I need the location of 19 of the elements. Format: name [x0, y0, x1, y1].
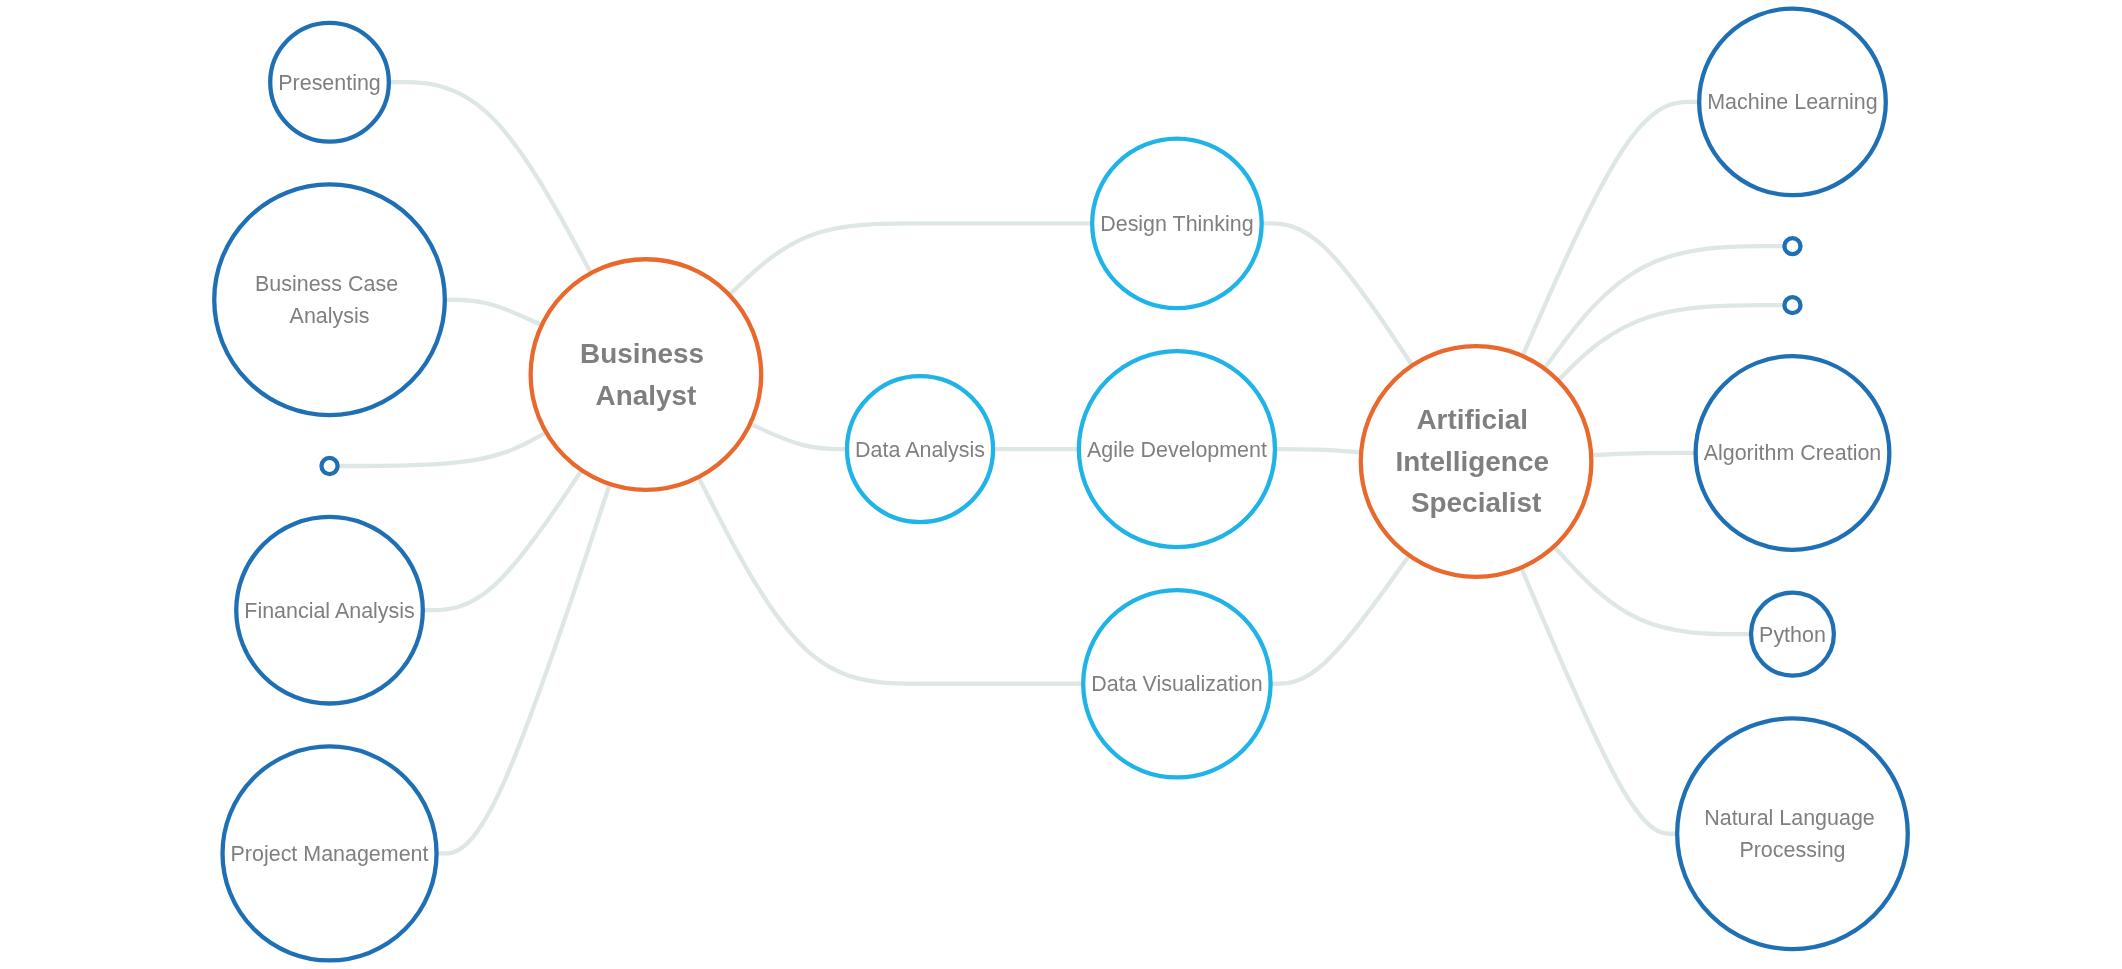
connector — [749, 421, 847, 452]
node-circle: Natural Language Processing — [1675, 716, 1910, 952]
node-circle: Design Thinking — [1090, 136, 1264, 311]
node-circle — [1782, 235, 1803, 257]
node-circle: Artificial Intelligence Specialist — [1358, 344, 1594, 579]
node-circle: Business Analyst — [528, 257, 764, 492]
node-circle: Data Analysis — [844, 373, 996, 525]
node-circle: Machine Learning — [1697, 6, 1888, 198]
node-circle — [1782, 294, 1803, 316]
node-circle: Business Case Analysis — [212, 182, 447, 418]
node-circle — [319, 455, 340, 477]
node-circle: Algorithm Creation — [1693, 353, 1892, 552]
node-circle: Agile Development — [1076, 348, 1278, 550]
node-circle: Financial Analysis — [234, 514, 425, 706]
node-circle: Presenting — [268, 20, 391, 144]
connector — [993, 446, 1079, 452]
node-circle: Data Visualization — [1081, 587, 1273, 780]
node-circle: Project Management — [220, 744, 439, 963]
node-circle: Python — [1748, 590, 1837, 678]
